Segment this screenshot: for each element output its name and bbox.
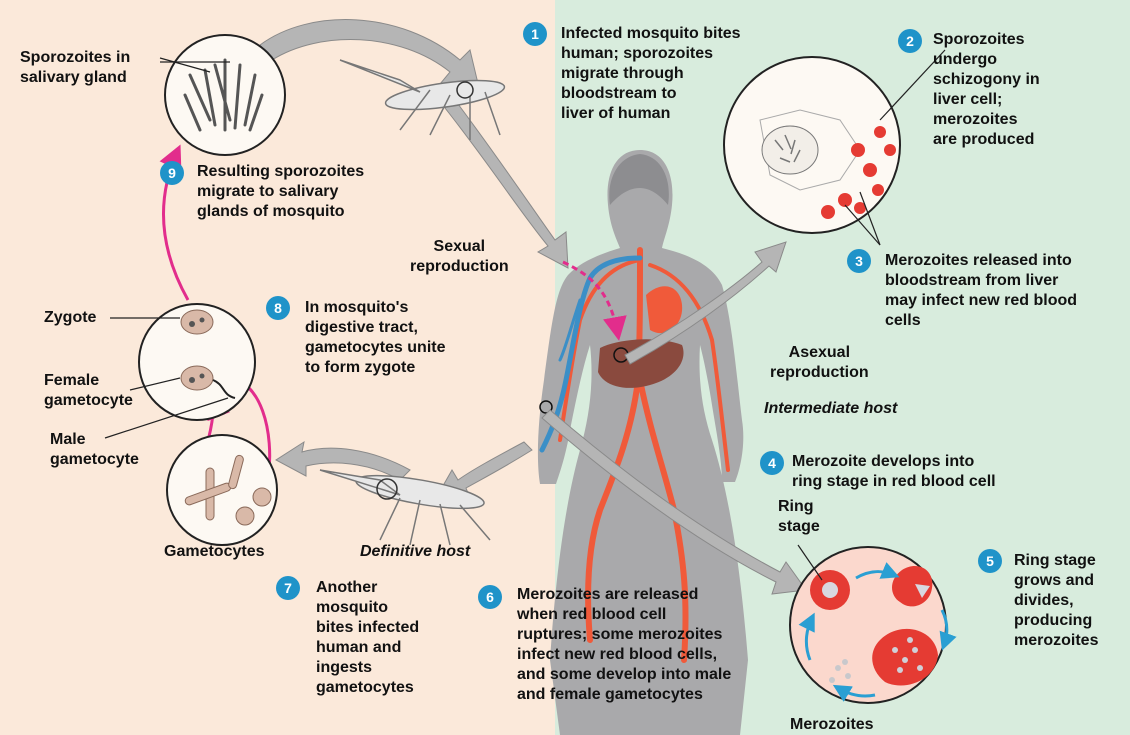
intermediate-host-label: Intermediate host — [764, 399, 897, 419]
step-3-badge: 3 — [847, 249, 871, 273]
step-2-text: Sporozoites undergo schizogony in liver … — [933, 30, 1040, 150]
step-3-text: Merozoites released into bloodstream fro… — [885, 251, 1077, 331]
female-gametocyte-label: Female gametocyte — [44, 371, 133, 411]
step-6-text: Merozoites are released when red blood c… — [517, 585, 731, 705]
step-7-badge: 7 — [276, 576, 300, 600]
zygote-label: Zygote — [44, 308, 96, 328]
gametocytes-label: Gametocytes — [164, 542, 265, 562]
merozoites-label: Merozoites — [790, 715, 874, 735]
asexual-reproduction-label: Asexual reproduction — [770, 343, 869, 383]
step-1-badge: 1 — [523, 22, 547, 46]
step-9-text: Resulting sporozoites migrate to salivar… — [197, 162, 364, 222]
step-2-badge: 2 — [898, 29, 922, 53]
gametocytes-circle — [167, 435, 277, 545]
step-8-text: In mosquito's digestive tract, gametocyt… — [305, 298, 445, 378]
rbc-cycle-circle — [790, 547, 947, 703]
step-5-badge: 5 — [978, 549, 1002, 573]
ring-stage-label: Ring stage — [778, 497, 820, 537]
salivary-gland-circle — [165, 35, 285, 155]
liver-tissue-circle — [724, 57, 900, 233]
step-6-badge: 6 — [478, 585, 502, 609]
step-4-text: Merozoite develops into ring stage in re… — [792, 452, 996, 492]
sexual-reproduction-label: Sexual reproduction — [410, 237, 509, 277]
zygote-circle — [139, 304, 255, 420]
male-gametocyte-label: Male gametocyte — [50, 430, 139, 470]
step-9-badge: 9 — [160, 161, 184, 185]
sporozoites-in-salivary-gland-label: Sporozoites in salivary gland — [20, 48, 130, 88]
step-5-text: Ring stage grows and divides, producing … — [1014, 551, 1098, 651]
definitive-host-label: Definitive host — [360, 542, 470, 562]
step-1-text: Infected mosquito bites human; sporozoit… — [561, 24, 741, 124]
step-7-text: Another mosquito bites infected human an… — [316, 578, 419, 698]
step-8-badge: 8 — [266, 296, 290, 320]
step-4-badge: 4 — [760, 451, 784, 475]
